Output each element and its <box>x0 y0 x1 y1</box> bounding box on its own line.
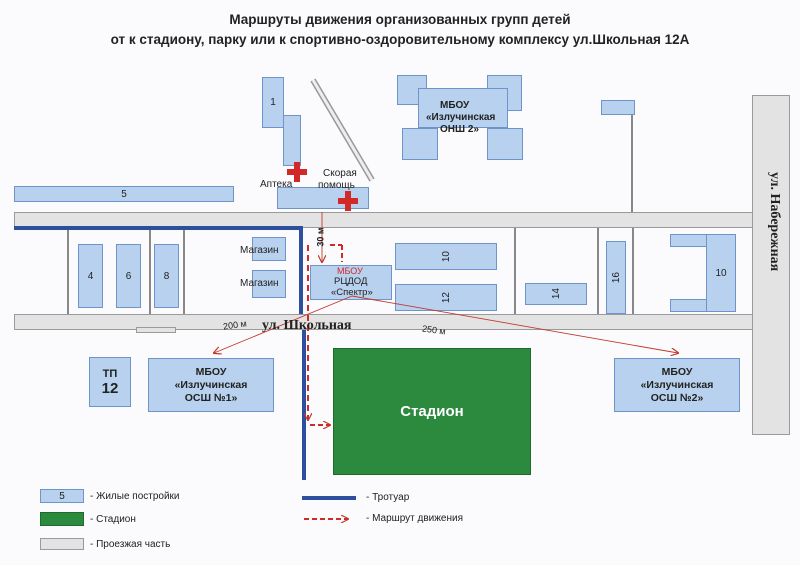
legend-stadium-label: - Стадион <box>90 513 136 525</box>
legend-route-label: - Маршрут движения <box>366 513 464 524</box>
school-onsh2-line1: МБОУ <box>440 100 470 111</box>
street-naberezhnaya-label: ул. Набережная <box>767 172 782 272</box>
school-ossh1-line3: ОСШ №1» <box>184 391 238 404</box>
legend-roadway-swatch <box>40 538 84 550</box>
school-onsh2-line2: «Излучинская <box>426 112 496 123</box>
map-title-line2: от к стадиону, парку или к спортивно-озд… <box>110 32 690 47</box>
building-1: 1 <box>262 77 284 128</box>
school-ossh1: МБОУ «Излучинская ОСШ №1» <box>148 358 274 412</box>
building-10b: 10 <box>706 234 736 312</box>
school-ossh2-line1: МБОУ <box>661 365 693 378</box>
center-line3: «Спектр» <box>331 287 373 298</box>
shop-2-label: Магазин <box>240 278 279 289</box>
center-line1: МБОУ <box>337 266 363 276</box>
sidewalk-north <box>14 226 303 314</box>
school-ossh2: МБОУ «Излучинская ОСШ №2» <box>614 358 740 412</box>
school-onsh2-main <box>418 88 508 128</box>
legend-stadium: - Стадион <box>40 512 136 526</box>
map-title-line1: Маршруты движения организованных групп д… <box>229 12 571 27</box>
building-1-wing <box>283 115 301 166</box>
building-number: 4 <box>87 270 94 282</box>
legend-residential-label: - Жилые постройки <box>90 490 180 502</box>
building-8: 8 <box>154 244 179 308</box>
school-onsh2-block <box>487 128 523 160</box>
legend-roadway: - Проезжая часть <box>40 538 170 550</box>
pharmacy-label: Аптека <box>260 179 293 190</box>
road-naberezhnaya <box>752 95 790 435</box>
shop-1 <box>252 237 286 261</box>
pharmacy-cross-icon <box>287 162 307 182</box>
legend-residential: 5 - Жилые постройки <box>40 489 180 503</box>
road-stub <box>136 327 176 333</box>
tp-label: ТП <box>102 367 118 380</box>
stadium: Стадион <box>333 348 531 475</box>
tp-number: 12 <box>101 379 119 397</box>
stadium-label: Стадион <box>400 403 464 420</box>
building-small <box>601 100 635 115</box>
building-14: 14 <box>525 283 587 305</box>
ambulance-label-line1: Скорая <box>323 168 357 179</box>
distance-arrow <box>214 295 353 353</box>
school-onsh2-block <box>402 128 438 160</box>
shop-2 <box>252 270 286 298</box>
building-5: 5 <box>14 186 234 202</box>
building-6: 6 <box>116 244 141 308</box>
shop-1-label: Магазин <box>240 245 279 256</box>
building-number: 8 <box>163 270 170 282</box>
building-4: 4 <box>78 244 103 308</box>
school-ossh1-line1: МБОУ <box>195 365 227 378</box>
building-16: 16 <box>606 241 626 314</box>
substation-tp12: ТП 12 <box>89 357 131 407</box>
school-ossh2-line3: ОСШ №2» <box>650 391 704 404</box>
legend-roadway-label: - Проезжая часть <box>90 538 171 550</box>
legend-sidewalk-label: - Тротуар <box>366 492 410 503</box>
school-ossh1-line2: «Излучинская <box>174 378 248 391</box>
ambulance-cross-icon <box>338 191 358 211</box>
building-number: 6 <box>125 270 132 282</box>
building-number: 1 <box>270 97 276 108</box>
distance-30-label: 30 м <box>315 227 326 247</box>
center-spektr <box>310 265 392 300</box>
building-number: 10 <box>715 267 727 279</box>
street-shkolnaya-label: ул. Школьная <box>262 318 352 333</box>
school-ossh2-line2: «Излучинская <box>640 378 714 391</box>
legend-residential-swatch: 5 <box>40 489 84 503</box>
diagonal-road-core <box>311 79 374 181</box>
ambulance-label-line2: помощь <box>318 180 355 191</box>
legend-stadium-swatch <box>40 512 84 526</box>
distance-arrow <box>351 295 678 353</box>
building-10: 10 <box>395 243 497 270</box>
school-onsh2-line3: ОНШ 2» <box>440 124 479 135</box>
center-line2: РЦДОД <box>334 276 368 287</box>
building-number: 5 <box>121 188 127 200</box>
